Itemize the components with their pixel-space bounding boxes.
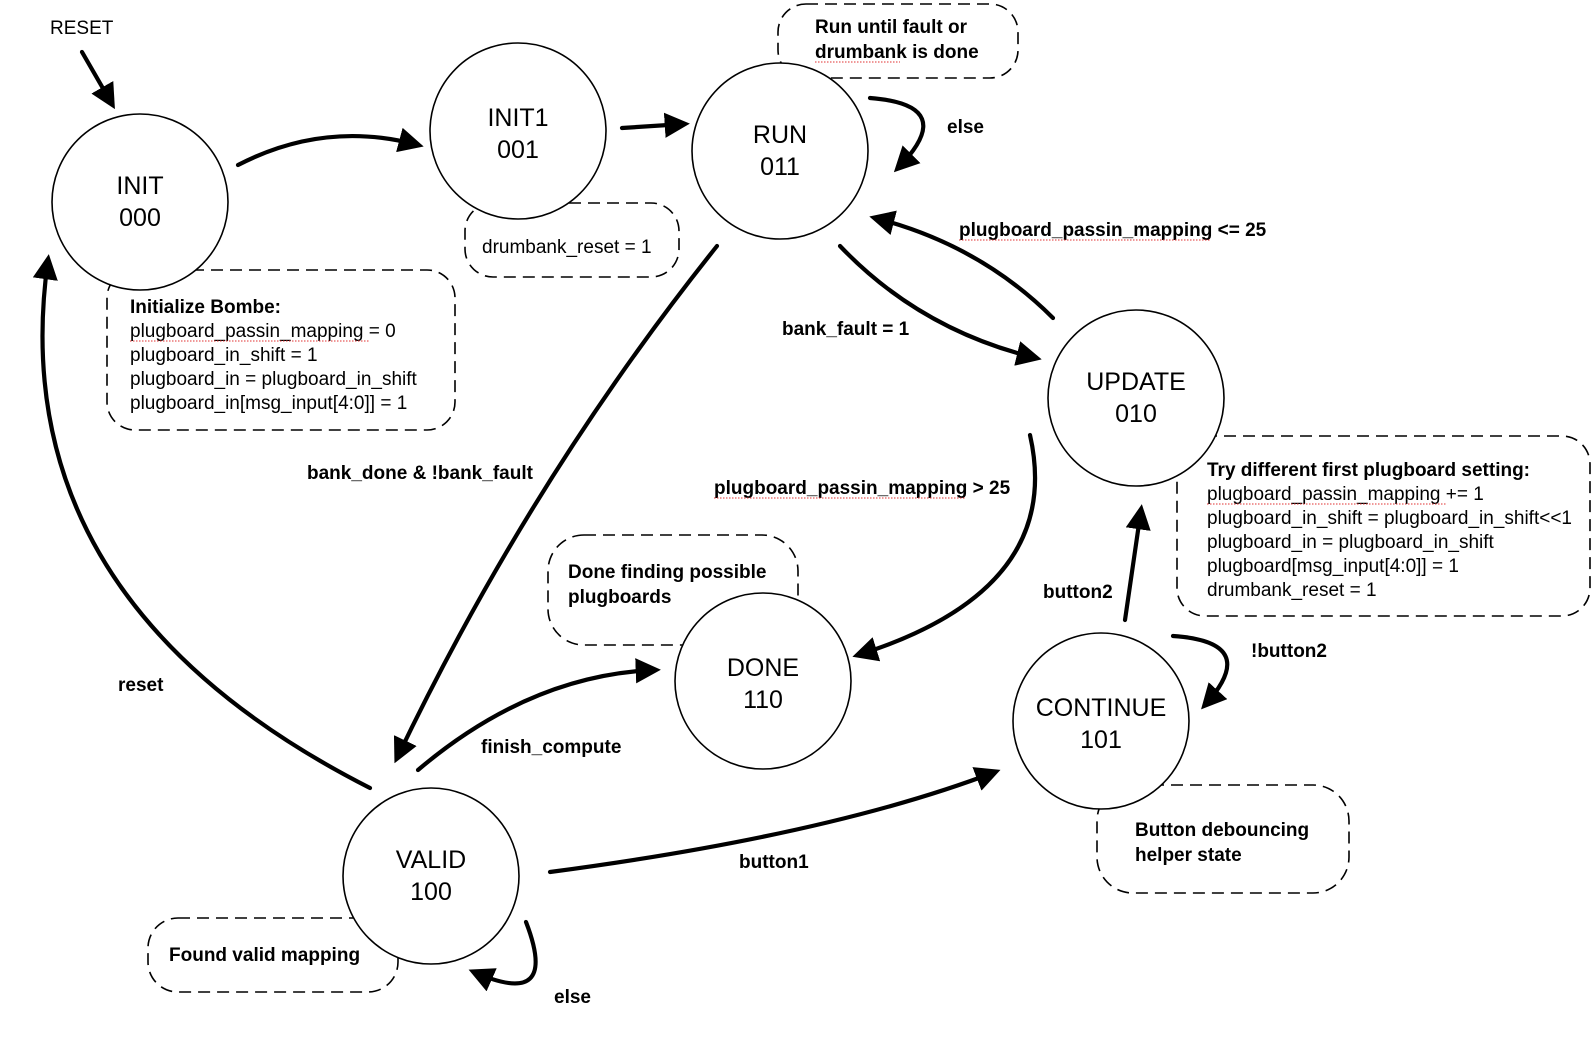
- note-continue: Button debouncing helper state: [1135, 820, 1309, 866]
- note-done-line1: Done finding possible: [568, 562, 766, 583]
- state-continue-name: CONTINUE: [1036, 694, 1167, 722]
- edge-update-to-done: [852, 432, 1038, 662]
- edge-valid-to-done: [415, 658, 661, 773]
- note-init1: drumbank_reset = 1: [482, 237, 652, 258]
- edge-label-update-to-done: plugboard_passin_mapping > 25: [714, 478, 1011, 499]
- note-done-line2: plugboards: [568, 587, 671, 608]
- note-init-line: plugboard_passin_mapping = 0: [130, 321, 396, 342]
- edge-label-continue-to-update: button2: [1043, 582, 1113, 603]
- reset-label: RESET: [50, 18, 114, 39]
- note-update-line: plugboard[msg_input[4:0]] = 1: [1207, 556, 1459, 577]
- edge-run-to-update: [837, 243, 1042, 366]
- edge-valid-to-continue: [547, 767, 1001, 875]
- note-box-update: [1176, 435, 1591, 617]
- edge-label-update-to-run: plugboard_passin_mapping <= 25: [959, 220, 1267, 241]
- state-run: RUN 011: [691, 62, 869, 240]
- edge-continue-self-not-button2: [1170, 633, 1230, 710]
- edge-label-valid-to-continue: button1: [739, 852, 809, 873]
- note-init1-line1: drumbank_reset = 1: [482, 237, 652, 258]
- note-init: Initialize Bombe: plugboard_passin_mappi…: [130, 297, 418, 414]
- edge-label-run-to-update: bank_fault = 1: [782, 319, 910, 340]
- note-update-title: Try different first plugboard setting:: [1207, 460, 1530, 481]
- edge-run-self-else: [867, 95, 926, 173]
- state-continue: CONTINUE 101: [1012, 632, 1190, 810]
- note-update-line: plugboard_in_shift = plugboard_in_shift<…: [1207, 508, 1572, 529]
- note-init-title: Initialize Bombe:: [130, 297, 281, 318]
- note-init-line: plugboard_in[msg_input[4:0]] = 1: [130, 393, 407, 414]
- note-continue-line2: helper state: [1135, 845, 1242, 866]
- state-update-name: UPDATE: [1086, 368, 1186, 396]
- note-box-continue: [1096, 784, 1350, 894]
- edge-init-to-init1: [235, 127, 424, 168]
- edge-update-to-run: [869, 210, 1056, 321]
- state-done: DONE 110: [674, 592, 852, 770]
- note-valid: Found valid mapping: [169, 945, 360, 966]
- state-init1-name: INIT1: [487, 104, 548, 132]
- state-update: UPDATE 010: [1047, 309, 1225, 487]
- edge-label-valid-else: else: [554, 987, 591, 1008]
- edge-label-run-to-valid: bank_done & !bank_fault: [307, 463, 534, 484]
- edge-run-to-valid: [393, 243, 720, 764]
- state-init1: INIT1 001: [429, 42, 607, 220]
- edge-label-run-else: else: [947, 117, 984, 138]
- edge-valid-self-else: [468, 919, 538, 992]
- note-update: Try different first plugboard setting: p…: [1207, 460, 1572, 601]
- state-update-code: 010: [1115, 400, 1157, 428]
- note-box-valid: [147, 917, 399, 993]
- state-continue-code: 101: [1080, 726, 1122, 754]
- note-update-line: drumbank_reset = 1: [1207, 580, 1377, 601]
- note-run-line2: drumbank is done: [815, 42, 979, 63]
- note-continue-line1: Button debouncing: [1135, 820, 1309, 841]
- note-box-done: [547, 534, 799, 646]
- state-valid-name: VALID: [396, 846, 466, 874]
- edge-label-valid-to-init: reset: [118, 675, 164, 696]
- state-done-code: 110: [743, 686, 783, 714]
- state-run-name: RUN: [753, 121, 807, 149]
- state-valid: VALID 100: [342, 787, 520, 965]
- edge-label-continue-self: !button2: [1251, 641, 1327, 662]
- edge-label-valid-to-done: finish_compute: [481, 737, 621, 758]
- note-box-init1: [464, 202, 680, 278]
- note-init-line: plugboard_in = plugboard_in_shift: [130, 369, 418, 390]
- edge-valid-to-init: [32, 254, 373, 791]
- note-valid-line1: Found valid mapping: [169, 945, 360, 966]
- state-init1-code: 001: [497, 136, 539, 164]
- note-update-line: plugboard_in = plugboard_in_shift: [1207, 532, 1495, 553]
- note-run-line1: Run until fault or: [815, 17, 968, 38]
- state-init-name: INIT: [116, 172, 163, 200]
- note-run: Run until fault or drumbank is done: [815, 17, 979, 63]
- note-update-line: plugboard_passin_mapping += 1: [1207, 484, 1484, 505]
- state-done-name: DONE: [727, 654, 799, 682]
- state-run-code: 011: [760, 153, 800, 181]
- state-init: INIT 000: [51, 113, 229, 291]
- note-box-run: [777, 3, 1019, 79]
- reset-arrow: [79, 49, 115, 110]
- note-box-init: [106, 269, 456, 431]
- note-done: Done finding possible plugboards: [568, 562, 766, 608]
- edge-init1-to-run: [619, 112, 690, 138]
- state-init-code: 000: [119, 204, 161, 232]
- edge-continue-to-update: [1122, 504, 1151, 623]
- state-valid-code: 100: [410, 878, 452, 906]
- note-init-line: plugboard_in_shift = 1: [130, 345, 318, 366]
